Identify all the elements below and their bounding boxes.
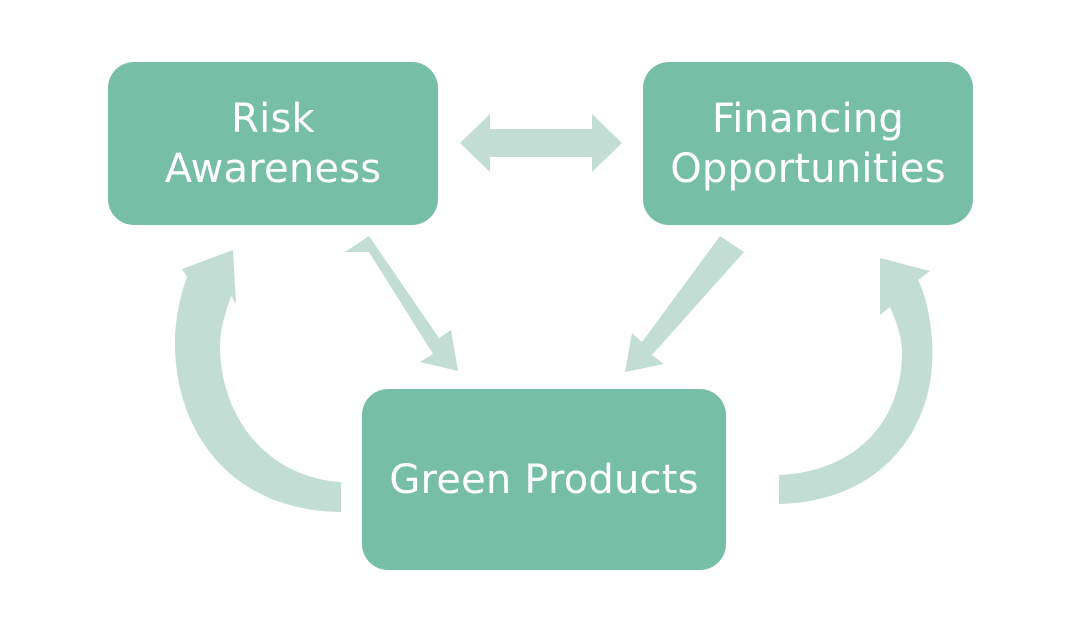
- node-financing-opportunities-line2: Opportunities: [670, 145, 946, 192]
- arrow-risk-to-green: [345, 236, 458, 371]
- node-risk-awareness-line2: Awareness: [164, 145, 382, 192]
- arrow-financing-to-green: [625, 236, 744, 372]
- arrow-green-to-financing-curved: [779, 258, 933, 504]
- node-risk-awareness: Risk Awareness: [108, 62, 438, 225]
- node-financing-opportunities-line1: Financing: [711, 95, 905, 142]
- arrow-green-to-risk-curved: [174, 250, 341, 512]
- arrow-risk-financing: [460, 114, 622, 172]
- node-financing-opportunities: Financing Opportunities: [643, 62, 973, 225]
- node-risk-awareness-line1: Risk: [231, 95, 315, 142]
- node-green-products: Green Products: [362, 389, 726, 570]
- node-green-products-label: Green Products: [389, 456, 699, 503]
